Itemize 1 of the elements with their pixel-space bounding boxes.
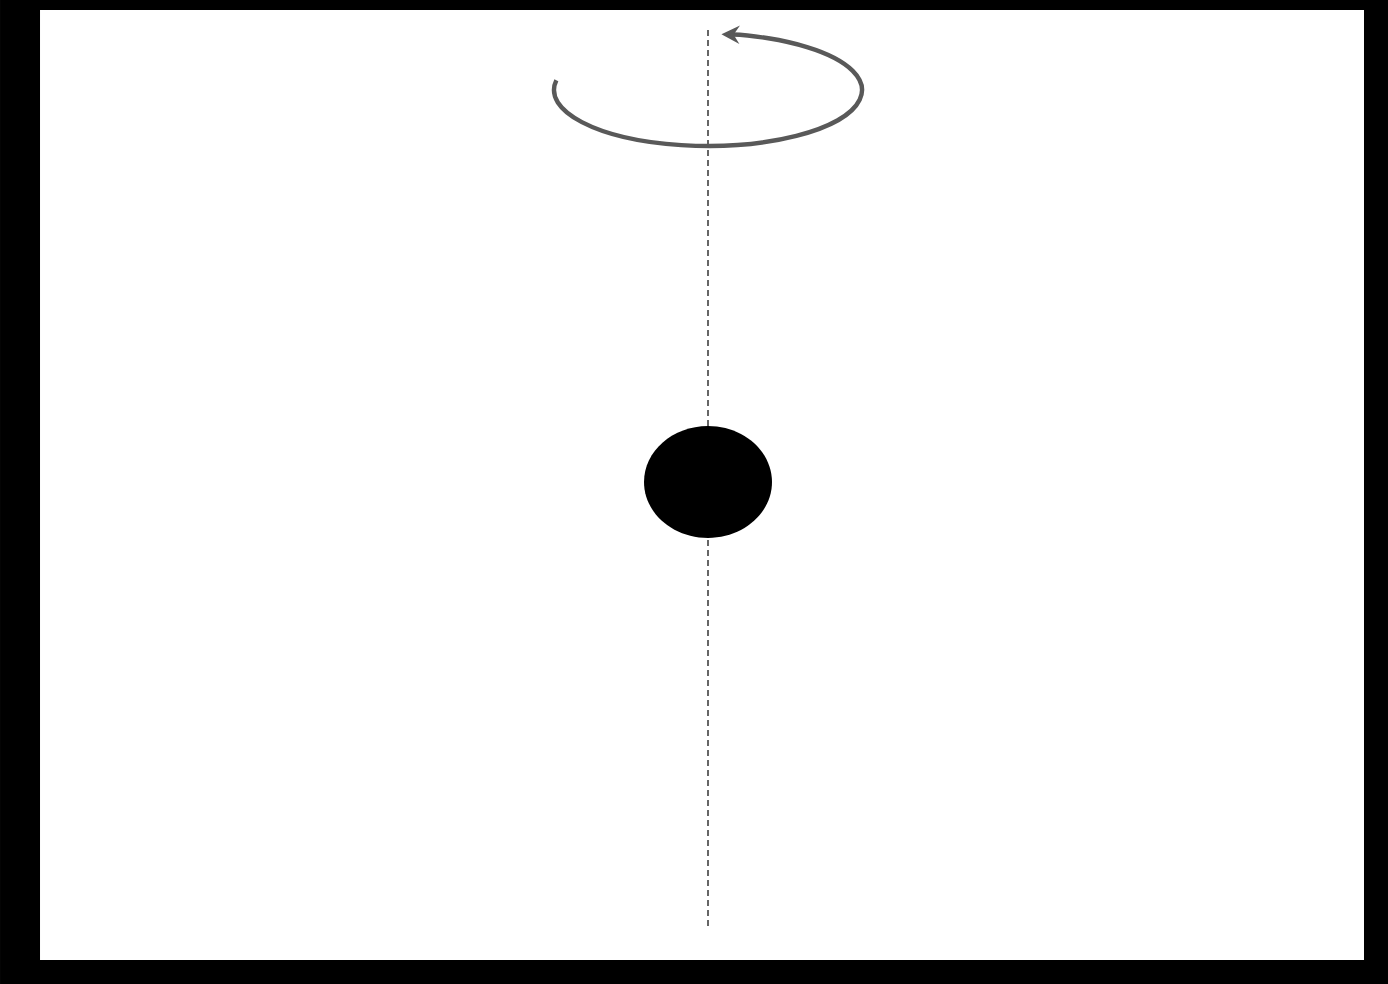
ball [644, 426, 772, 538]
